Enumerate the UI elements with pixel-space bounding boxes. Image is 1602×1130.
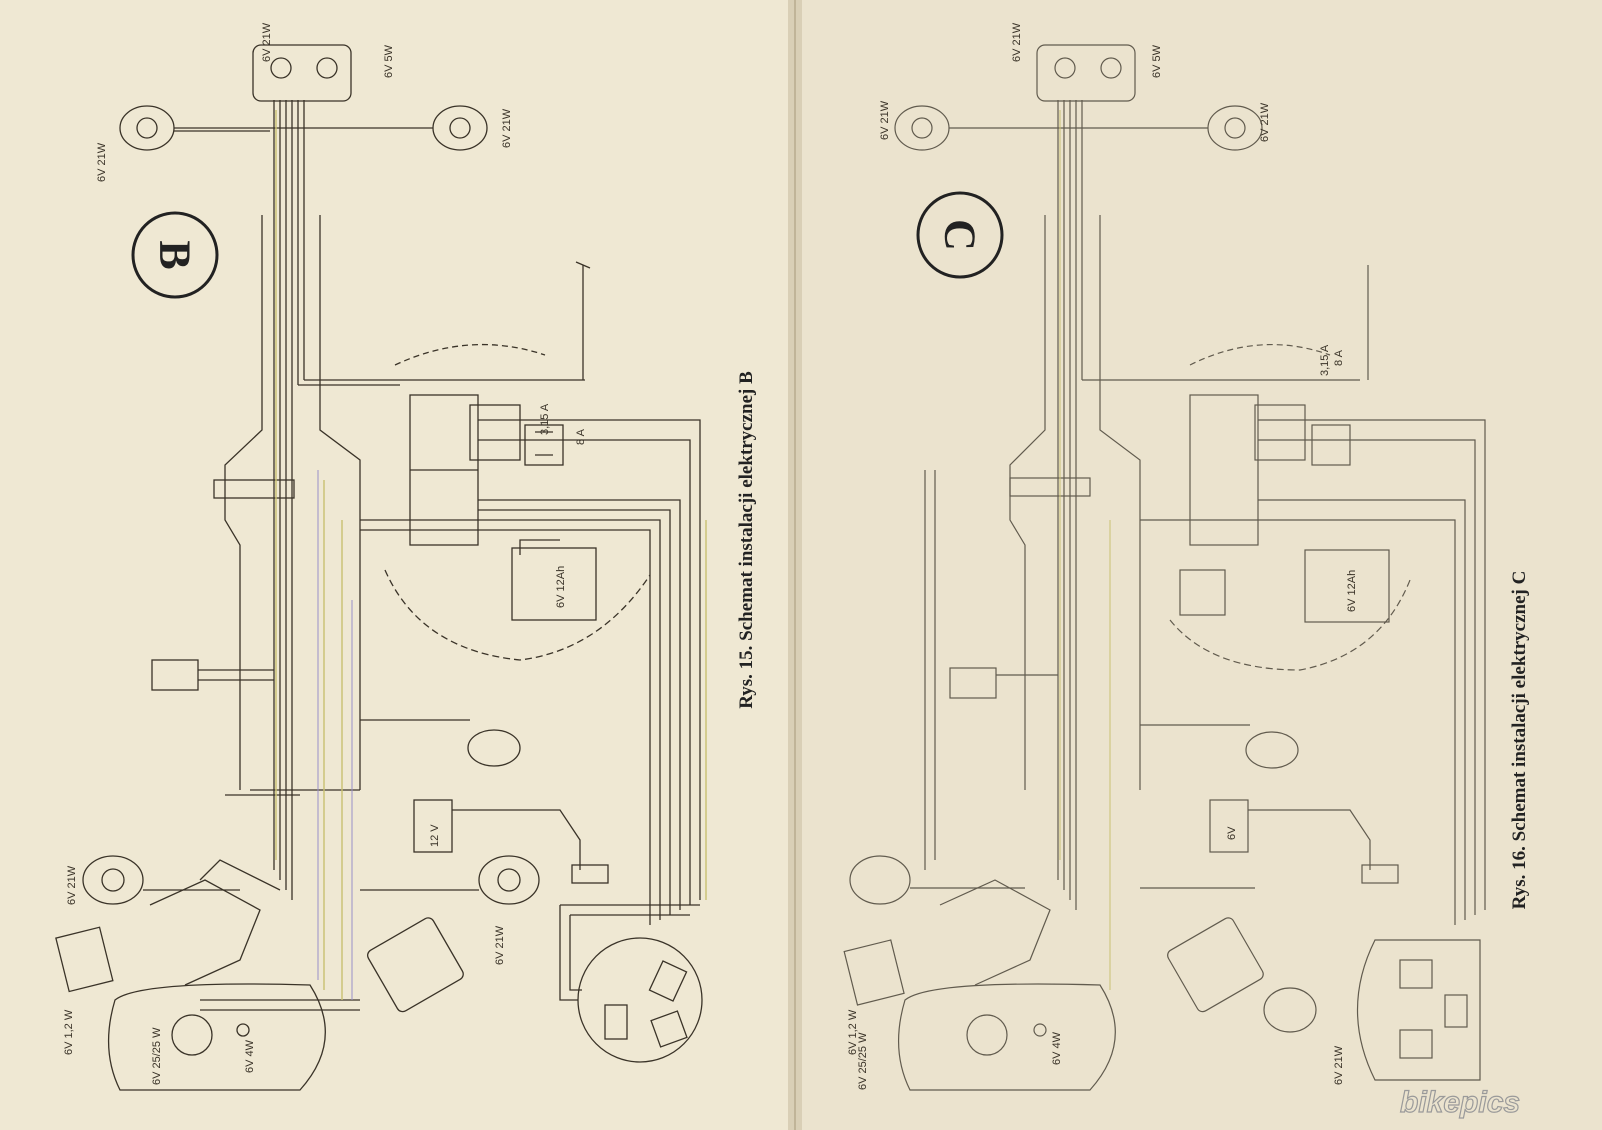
connector-block-c — [1009, 477, 1091, 497]
label-b-right-indicator: 6V 21W — [501, 108, 513, 148]
label-c-fuse-a: 3,15 A — [1319, 344, 1331, 376]
condenser-c — [949, 667, 997, 699]
caption-c: Rys. 16. Schemat instalacji elektrycznej… — [1509, 571, 1530, 910]
label-c-rear-left-indicator: 6V 21W — [1333, 1045, 1345, 1085]
parking-bulb-b — [236, 1023, 250, 1037]
spark-plug-cap-b — [571, 864, 609, 884]
condenser-b — [151, 659, 199, 691]
label-b-top-lamp-left: 6V 21W — [261, 22, 273, 62]
speedometer-b — [55, 926, 114, 993]
tail-lamp-housing-c — [1036, 44, 1136, 102]
label-c-fuse-b: 8 A — [1333, 349, 1345, 366]
regulator-b — [469, 404, 521, 461]
label-b-fuse-b: 8 A — [575, 428, 587, 445]
relay-c — [1179, 569, 1226, 616]
label-c-parking-bulb: 6V 4W — [1051, 1031, 1063, 1065]
label-b-battery: 6V 12Ah — [555, 566, 567, 608]
label-b-left-indicator: 6V 21W — [96, 142, 108, 182]
label-c-headlamp-bulb: 6V 25/25 W — [857, 1032, 869, 1090]
rear-left-indicator-c — [849, 855, 911, 905]
ignition-coil-b — [413, 799, 453, 853]
label-b-parking-bulb: 6V 4W — [244, 1039, 256, 1073]
battery-c — [1304, 549, 1390, 623]
diagram-b-letter: B — [151, 240, 200, 269]
regulator-c — [1254, 404, 1306, 461]
label-c-top-lamp-right: 6V 5W — [1151, 44, 1163, 78]
diagram-c-letter: C — [936, 219, 985, 251]
label-c-left-indicator: 6V 21W — [879, 100, 891, 140]
label-c-speedo-bulb: 6V 1,2 W — [847, 1009, 859, 1055]
battery-b — [511, 547, 597, 621]
label-c-top-lamp-left: 6V 21W — [1011, 22, 1023, 62]
headlamp-shell-c — [898, 983, 1116, 1091]
generator-c — [1357, 939, 1481, 1081]
rear-right-indicator-b — [478, 855, 540, 905]
tail-bulb-b-2 — [316, 57, 338, 79]
right-page — [795, 0, 1602, 1130]
connector-block-b — [213, 479, 295, 499]
diagram-b — [55, 44, 703, 1091]
label-b-top-lamp-right: 6V 5W — [383, 44, 395, 78]
diagram-b-badge — [131, 211, 219, 299]
horn-b — [467, 729, 521, 767]
label-b-speedo-bulb: 6V 1,2 W — [63, 1009, 75, 1055]
tail-bulb-b-1 — [270, 57, 292, 79]
fuse-box-b — [524, 424, 564, 466]
fuse-box-c — [1311, 424, 1351, 466]
label-b-coil: 12 V — [429, 824, 441, 847]
left-page — [0, 0, 795, 1130]
headlamp-bulb-b — [171, 1014, 213, 1056]
watermark-logo: bikepics — [1400, 1086, 1520, 1119]
label-b-rear-left-indicator: 6V 21W — [66, 865, 78, 905]
horn-c — [1245, 731, 1299, 769]
label-b-headlamp-bulb: 6V 25/25 W — [151, 1027, 163, 1085]
label-c-right-indicator: 6V 21W — [1259, 102, 1271, 142]
label-b-fuse-a: 3,15 A — [539, 403, 551, 435]
caption-b: Rys. 15. Schemat instalacji elektrycznej… — [736, 371, 757, 709]
headlamp-shell-b — [107, 983, 326, 1091]
rear-indicator-lower-c — [1263, 987, 1317, 1033]
diagram-c — [843, 44, 1486, 1091]
speedometer-c — [843, 939, 905, 1006]
tail-lamp-housing-b — [252, 44, 352, 102]
diagram-c-badge — [916, 191, 1004, 279]
rear-left-indicator-b — [82, 855, 144, 905]
ignition-coil-c — [1209, 799, 1249, 853]
label-b-rear-right-indicator: 6V 21W — [494, 925, 506, 965]
ignition-switch-b — [367, 917, 464, 1013]
label-c-battery: 6V 12Ah — [1346, 570, 1358, 612]
switch-block-c — [1189, 394, 1259, 546]
label-c-coil: 6V — [1226, 826, 1238, 840]
ignition-switch-c — [1167, 917, 1264, 1013]
